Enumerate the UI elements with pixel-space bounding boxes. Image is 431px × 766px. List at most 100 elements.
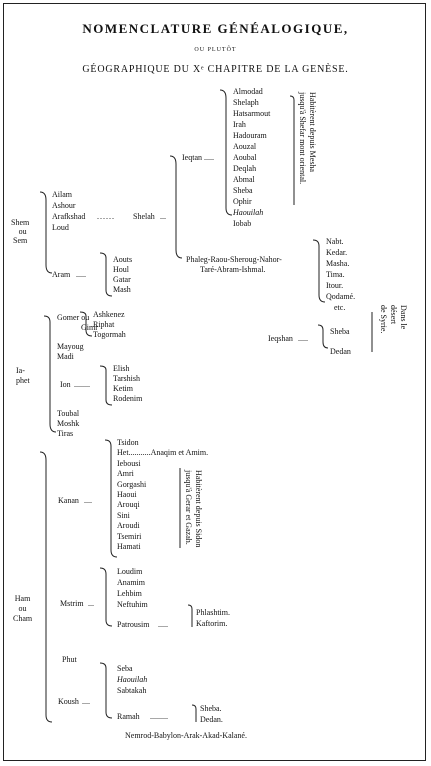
patrousim-son: Kaftorim.: [196, 619, 228, 628]
koush-sons-list: Seba Haouilah Sabtakah: [117, 663, 147, 696]
ieqtan-label: Ieqtan: [182, 153, 202, 162]
aram-bracket: [99, 252, 113, 297]
desert-note-line: désert: [389, 305, 398, 325]
shem-son: Arafkshad: [52, 212, 86, 221]
ieqtan-son: Iobab: [233, 219, 252, 228]
iaphet-others: Mayoug Madi: [57, 342, 84, 362]
ieqtan-son: Almodad: [233, 87, 263, 96]
mstrim-label: Mstrim: [60, 599, 84, 608]
patrousim-bracket: [187, 604, 193, 627]
ieqtan-note: Habitèrent depuis Mesha jusqu'à Shefar m…: [297, 92, 317, 184]
ishmael-son: Itour.: [326, 281, 344, 290]
gomer-son: Ashkenez: [93, 310, 125, 319]
koush-bracket: [99, 662, 113, 719]
ieqtan-son: Aoubal: [233, 153, 257, 162]
ham-bracket: [39, 451, 53, 723]
ishmael-son: Qodamé.: [326, 292, 356, 301]
ieqtan-note-line: Habitèrent depuis Mesha: [308, 92, 317, 172]
gomer-label-line: Gomer ou: [57, 313, 90, 322]
mstrim-son: Anamim: [117, 578, 145, 587]
shem-name: Shem ou Sem: [11, 218, 29, 245]
shem-name-line: Shem: [11, 218, 30, 227]
ieqtan-son: Irah: [233, 120, 246, 129]
ieqtan-dots: .....: [204, 153, 214, 162]
ion-label: Ion: [60, 380, 71, 389]
mstrim-son: Neftuhim: [117, 600, 148, 609]
kanan-note-line: Habitèrent depuis Sidon: [194, 470, 203, 548]
ham-name-line: ou: [18, 604, 27, 613]
phaleg-line-1: Phaleg-Raou-Sheroug-Nahor-: [186, 255, 282, 264]
ramah-sons-list: Sheba. Dedan.: [200, 703, 223, 725]
mstrim-sons-list: Loudim Anamim Lehbim Neftuhim: [117, 566, 148, 610]
ion-son: Tarshish: [113, 374, 140, 383]
ieqtan-bracket: [219, 89, 233, 216]
kanan-note-line: jusqu'à Gerar et Gazah.: [184, 470, 193, 545]
ieqtan-son: Sheba: [233, 186, 253, 195]
kanan-label: Kanan: [58, 496, 79, 505]
kanan-dots: ....: [84, 496, 92, 505]
ieqtan-son: Hadouram: [233, 131, 267, 140]
shem-son: Ailam: [52, 190, 72, 199]
ieqtan-son: Haouilah: [233, 208, 264, 217]
phaleg-line-2: Taré-Abram-Ishmal.: [200, 265, 266, 274]
shelah-bracket: [169, 155, 183, 259]
kanan-son: Sini: [117, 510, 130, 520]
ion-sons-list: Elish Tarshish Ketim Rodenim: [113, 364, 142, 404]
ieqtan-son: Hatsarmout: [233, 109, 271, 118]
ion-son: Ketim: [113, 384, 133, 393]
koush-son: Sabtakah: [117, 686, 147, 695]
kanan-son-het: Het: [117, 448, 129, 458]
aram-son: Aouts: [113, 255, 133, 264]
aram-son: Houl: [113, 265, 129, 274]
kanan-son: Hamati: [117, 542, 141, 552]
ramah-son: Dedan.: [200, 715, 223, 724]
ishmael-bracket: [312, 239, 326, 303]
patrousim-label: Patrousim: [117, 620, 150, 629]
ieqtan-note-line: jusqu'à Shefar mont oriental.: [298, 92, 307, 185]
koush-label: Koush: [58, 697, 79, 706]
mstrim-son: Lehbim: [117, 589, 142, 598]
shelah-label: Shelah: [133, 212, 155, 221]
ieqshan-sons-list: Sheba Dedan: [330, 322, 351, 362]
ham-name-line: Ham: [14, 594, 31, 603]
kanan-son: Tsidon: [117, 438, 139, 447]
kanan-son: Tsemiri: [117, 531, 142, 541]
gomer-son: Riphat: [93, 320, 115, 329]
patrousim-sons-list: Phlashtim. Kaftorim.: [196, 607, 230, 629]
mstrim-son: Loudim: [117, 567, 143, 576]
aram-son: Mash: [113, 285, 131, 294]
aram-sons-list: Aouts Houl Gatar Mash: [113, 255, 132, 295]
iaphet-name: Ia- phet: [16, 366, 30, 386]
ieqshan-bracket: [317, 324, 329, 349]
ieqtan-son: Shelaph: [233, 98, 259, 107]
gomer-bracket: [79, 311, 93, 337]
title-line3: GÉOGRAPHIQUE DU Xᵉ CHAPITRE DE LA GENÈSE…: [82, 64, 349, 75]
ham-name: Ham ou Cham: [13, 594, 32, 624]
iaphet-son: Tiras: [57, 429, 74, 438]
kanan-son: Iebousi: [117, 458, 141, 468]
kanan-sons-list: Tsidon Het...........Anaqim et Amim. Ieb…: [117, 438, 208, 552]
ieqshan-dots: .....: [298, 334, 308, 343]
ramah-bracket: [191, 704, 197, 722]
iaphet-name-line: Ia-: [16, 366, 25, 375]
title-line1: NOMENCLATURE GÉNÉALOGIQUE,: [82, 21, 349, 36]
gomer-sons-list: Ashkenez Riphat Togormah: [93, 310, 126, 340]
kanan-son: Amri: [117, 469, 134, 479]
ieqtan-son: Aouzal: [233, 142, 257, 151]
ieqshan-son: Dedan: [330, 347, 351, 356]
koush-son: Haouilah: [117, 675, 148, 684]
aram-dots: .....: [76, 270, 86, 279]
shelah-dots: ...: [160, 212, 166, 221]
ishmael-son: Masha.: [326, 259, 350, 268]
shem-son: Loud: [52, 223, 69, 232]
patrousim-dots: .....: [158, 620, 168, 629]
ieqtan-son: Deqlah: [233, 164, 257, 173]
phut-label: Phut: [62, 655, 77, 664]
gomer-label: Gomer ou Gimr: [57, 313, 98, 333]
ieqtan-son: Abmal: [233, 175, 255, 184]
koush-son: Seba: [117, 664, 133, 673]
mstrim-bracket: [99, 567, 113, 627]
iaphet-son: Mayoug: [57, 342, 84, 351]
ham-name-line: Cham: [13, 614, 33, 623]
